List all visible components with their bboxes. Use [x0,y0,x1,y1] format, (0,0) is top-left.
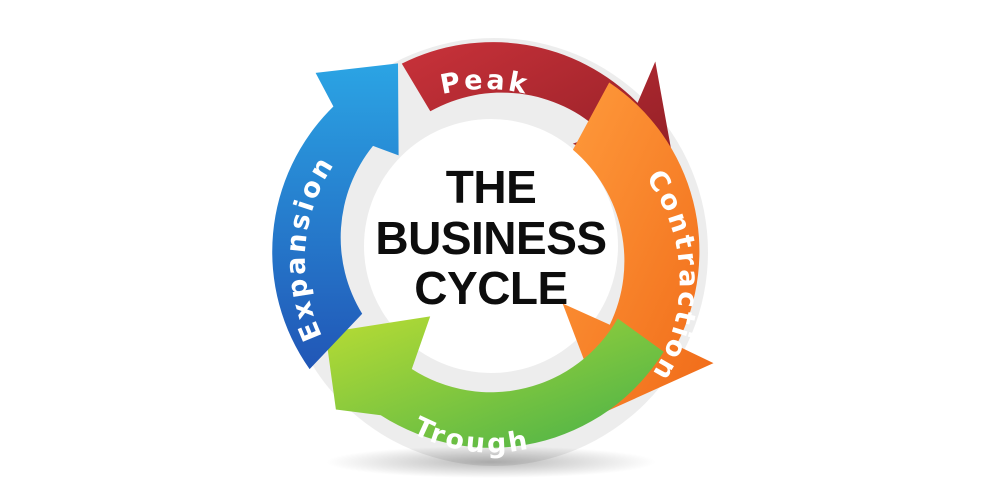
cycle-title: THE BUSINESS CYCLE [375,161,607,314]
arrow-expansion [272,63,399,370]
title-line-2: BUSINESS [375,212,606,264]
title-line-3: CYCLE [414,262,567,314]
arrow-trough [325,316,664,448]
stage-label-peak: Peak [438,65,533,101]
title-line-1: THE [446,161,537,213]
ring-hole-mask [364,119,618,373]
ground-shadow [326,446,656,478]
arrow-contraction [562,82,714,413]
